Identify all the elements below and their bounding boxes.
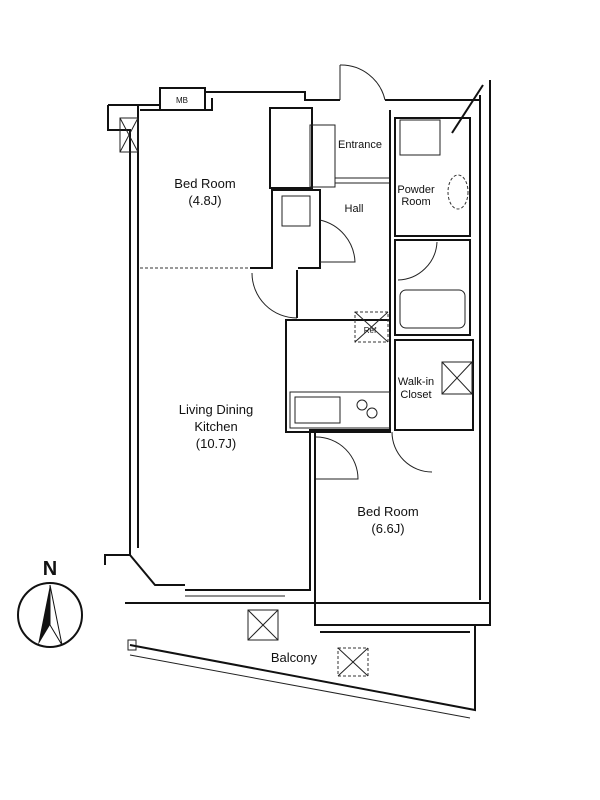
mb-label: MB [176, 96, 188, 105]
bedroom1-name: Bed Room [174, 176, 236, 191]
bedroom2-size: (6.6J) [371, 521, 405, 536]
powder-label-1: Powder [397, 184, 435, 196]
balcony [125, 602, 490, 719]
entrance-label: Entrance [337, 139, 383, 151]
ldk-label-1: Living Dining [178, 402, 254, 417]
walkin-label-2: Closet [400, 389, 432, 401]
bedroom2-name: Bed Room [357, 504, 419, 519]
walkin-label-1: Walk-in [397, 376, 435, 388]
bedroom1-size: (4.8J) [188, 193, 222, 208]
compass-north-label: N [42, 558, 58, 580]
ldk-label-2: Kitchen [194, 419, 238, 434]
hall-label: Hall [344, 203, 364, 215]
walls [104, 80, 491, 633]
partitions [119, 64, 474, 480]
balcony-label: Balcony [270, 650, 318, 665]
ref-label: Ref [363, 326, 377, 335]
ldk-size: (10.7J) [195, 436, 237, 451]
compass-icon [17, 582, 83, 648]
powder-label-2: Room [401, 196, 431, 208]
